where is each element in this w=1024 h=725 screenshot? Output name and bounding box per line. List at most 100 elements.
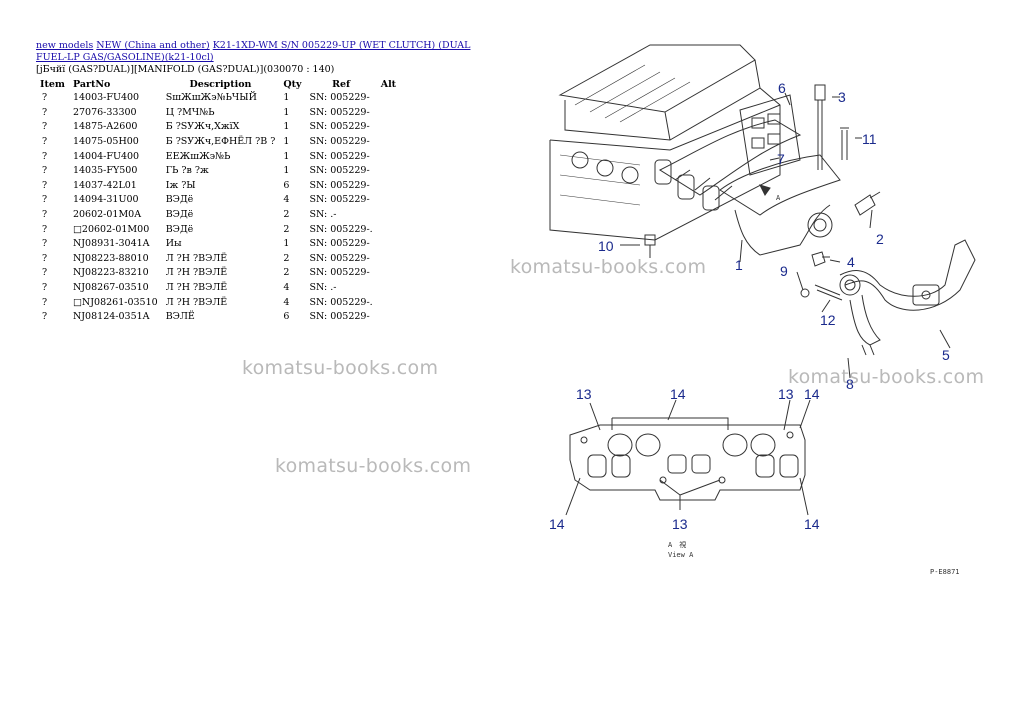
cell-description: ВЭДё	[165, 223, 194, 235]
cell-item: ?	[42, 179, 48, 191]
cell-ref: SN: 005229-	[309, 252, 370, 264]
cell-item: ?	[42, 165, 48, 177]
cell-description: ГЬ ?в ?ж	[165, 165, 209, 177]
cell-alt	[377, 120, 400, 135]
cell-qty: 2	[283, 209, 290, 221]
cell-ref: SN: 005229-	[309, 136, 370, 148]
cell-ref: SN: .-	[309, 209, 337, 221]
cell-description: ВЭДё	[165, 194, 194, 206]
cell-ref: SN: 005229-	[309, 194, 370, 206]
cell-partno: 20602-01M0A	[72, 209, 142, 221]
callout-7: 7	[777, 151, 785, 167]
cell-alt	[377, 266, 400, 281]
watermark: komatsu-books.com	[788, 366, 985, 388]
cell-ref: SN: 005229-	[309, 238, 370, 250]
cell-qty: 1	[283, 150, 290, 162]
cell-partno: 14875-A2600	[72, 121, 138, 133]
cell-partno: NJ08124-0351A	[72, 311, 150, 323]
column-header-alt: Alt	[380, 78, 397, 90]
cell-description: Б ?SУЖч,ХжїХ	[165, 121, 240, 133]
cell-ref: SN: 005229-.	[309, 223, 373, 235]
cell-ref: SN: 005229-	[309, 267, 370, 279]
cell-alt	[377, 164, 400, 179]
cell-item: ?	[42, 267, 48, 279]
column-header-partno: PartNo	[72, 78, 111, 90]
cell-partno: NJ08223-83210	[72, 267, 149, 279]
cell-alt	[377, 91, 400, 106]
cell-description: SшЖшЖэ№ЬЧЫЙ	[165, 92, 257, 104]
cell-partno: 14075-05H00	[72, 136, 139, 148]
cell-description: Л ?Н ?ВЭЛЁ	[165, 296, 228, 308]
cell-item: ?	[42, 150, 48, 162]
cell-partno: 27076-33300	[72, 106, 137, 118]
gasket-view-drawing	[565, 399, 811, 516]
cell-description: Л ?Н ?ВЭЛЁ	[165, 267, 228, 279]
callout-view-13: 13	[576, 386, 592, 402]
callout-view-14: 14	[670, 386, 686, 402]
cell-alt	[377, 295, 400, 310]
cell-description: ВЭДё	[165, 209, 194, 221]
breadcrumb-link-model[interactable]: K21-1XD-WM S/N 005229-UP (WET CLUTCH) (D…	[36, 40, 471, 63]
view-label-jp: A 視	[668, 540, 686, 549]
cell-item: ?	[42, 209, 48, 221]
cell-ref: SN: 005229-	[309, 311, 370, 323]
cell-description: Ц ?МЧ№Ь	[165, 106, 215, 118]
callout-11: 11	[862, 131, 877, 147]
cell-item: ?	[42, 106, 48, 118]
cell-qty: 6	[283, 179, 290, 191]
cell-partno: □20602-01M00	[72, 223, 150, 235]
cell-alt	[377, 208, 400, 223]
cell-alt	[377, 310, 400, 325]
breadcrumb-link-region[interactable]: NEW (China and other)	[96, 40, 210, 51]
callout-view-14: 14	[804, 386, 820, 402]
cell-ref: SN: 005229-	[309, 121, 370, 133]
drawing-ref-code: P-E8871	[930, 568, 960, 576]
view-label: View A	[668, 551, 694, 559]
watermark: komatsu-books.com	[275, 455, 472, 477]
callout-10: 10	[598, 238, 614, 254]
cell-alt	[377, 252, 400, 267]
cell-alt	[377, 281, 400, 296]
arrow-letter: A	[776, 194, 781, 202]
column-header-description: Description	[189, 78, 252, 90]
table-row: ? 14037-42L01 Іж ?Ы 6 SN: 005229-	[36, 179, 400, 194]
parts-list-panel: new models NEW (China and other) K21-1XD…	[36, 40, 506, 325]
breadcrumb-link-new-models[interactable]: new models	[36, 40, 94, 51]
manifold-exploded-diagram: A 1 2 3 4 5 6 7 8 9 10 11 12 13 14 13 14…	[549, 44, 976, 576]
callout-3: 3	[838, 89, 846, 105]
cell-item: ?	[42, 311, 48, 323]
column-header-qty: Qty	[283, 78, 302, 90]
cell-item: ?	[42, 136, 48, 148]
cell-description: Б ?SУЖч,ЕФНЁЛ ?В ?	[165, 136, 276, 148]
cell-qty: 6	[283, 311, 290, 323]
cell-ref: SN: 005229-	[309, 179, 370, 191]
cell-alt	[377, 179, 400, 194]
cell-item: ?	[42, 282, 48, 294]
cell-qty: 4	[283, 296, 290, 308]
cell-qty: 2	[283, 252, 290, 264]
cell-item: ?	[42, 194, 48, 206]
cell-alt	[377, 106, 400, 121]
callout-view-14: 14	[804, 516, 820, 532]
callout-1: 1	[735, 257, 743, 273]
cell-alt	[377, 135, 400, 150]
cell-description: Іж ?Ы	[165, 179, 196, 191]
cell-qty: 1	[283, 136, 290, 148]
cell-alt	[377, 237, 400, 252]
cell-ref: SN: .-	[309, 282, 337, 294]
cell-ref: SN: 005229-	[309, 92, 370, 104]
callout-8: 8	[846, 376, 854, 392]
cell-item: ?	[42, 238, 48, 250]
cell-partno: 14037-42L01	[72, 179, 137, 191]
cell-item: ?	[42, 252, 48, 264]
column-header-ref: Ref	[332, 78, 351, 90]
cell-alt	[377, 222, 400, 237]
